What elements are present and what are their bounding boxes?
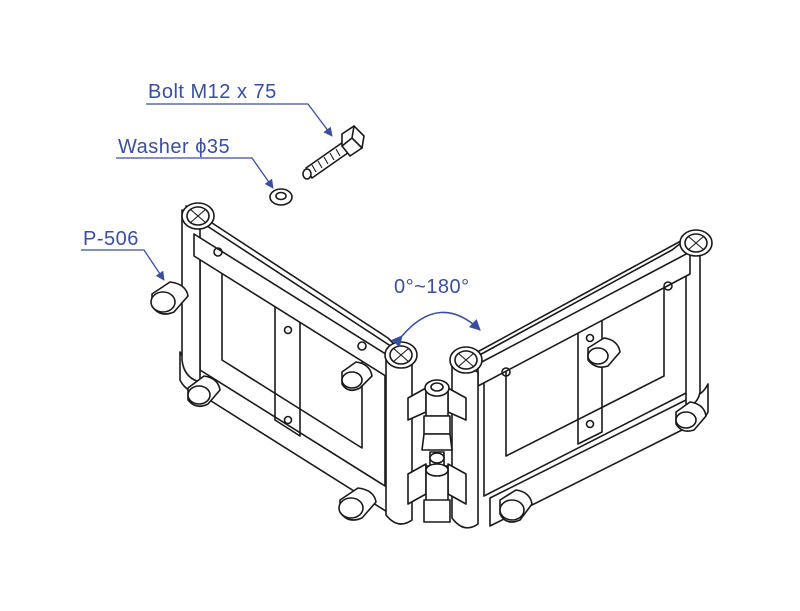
washer-callout: Washer ϕ35	[116, 136, 274, 189]
washer-label: Washer ϕ35	[118, 136, 230, 158]
rotation-arc	[391, 311, 481, 348]
left-truss-section	[150, 202, 418, 525]
spigot	[587, 337, 621, 368]
spigot	[338, 487, 377, 521]
tube-end-cap	[679, 229, 713, 257]
part-label: P-506	[83, 228, 139, 250]
spigot	[187, 375, 221, 408]
spigot	[150, 281, 189, 315]
part-callout: P-506	[81, 228, 165, 281]
bolt-callout: Bolt M12 x 75	[146, 81, 333, 137]
right-truss-section	[449, 229, 713, 529]
bolt-label: Bolt M12 x 75	[148, 81, 277, 103]
washer	[269, 188, 293, 206]
spigot	[341, 361, 373, 392]
tube-end-cap	[181, 202, 215, 230]
angle-label: 0°~180°	[394, 276, 470, 298]
spigot	[675, 401, 707, 432]
bolt	[302, 125, 365, 180]
tube-end-cap	[384, 341, 418, 369]
tube-end-cap	[449, 346, 483, 374]
spigot	[499, 489, 533, 523]
hinge-assembly	[407, 379, 467, 523]
